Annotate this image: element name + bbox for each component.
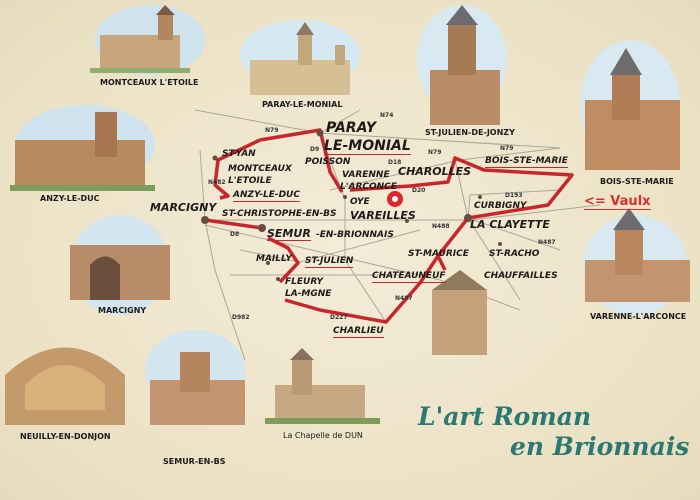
town-dot — [212, 155, 218, 161]
church-montceaux-illustration — [90, 5, 205, 75]
caption-montceaux: MONTCEAUX L'ETOILE — [100, 78, 199, 87]
route — [204, 218, 263, 230]
road-label: D20 — [412, 187, 426, 194]
location-target-icon — [387, 191, 403, 207]
road-label: N74 — [380, 112, 394, 119]
road-label: D982 — [232, 314, 250, 321]
caption-semur: SEMUR-EN-BS — [163, 457, 226, 466]
road-label: D227 — [330, 314, 348, 321]
town-fleury: FLEURY — [285, 277, 323, 287]
church-neuilly-illustration — [5, 347, 125, 425]
town-charlieu: CHARLIEU — [333, 326, 384, 338]
road — [467, 189, 561, 219]
church-varenne-illustration — [583, 208, 690, 315]
church-marcigny-illustration — [70, 215, 170, 315]
town-charolles: CHAROLLES — [398, 165, 472, 178]
town-dot — [201, 216, 209, 224]
town-paray: PARAY — [326, 120, 376, 136]
caption-dun: La Chapelle de DUN — [283, 431, 363, 440]
road — [199, 149, 246, 361]
road — [239, 229, 421, 263]
town-dot — [464, 214, 472, 222]
road-label: N488 — [432, 223, 450, 230]
caption-bois: BOIS-STE-MARIE — [600, 177, 674, 186]
route — [267, 236, 300, 284]
church-chateauneuf-illustration — [432, 270, 487, 355]
road — [467, 217, 561, 251]
vaulx-direction-label: <= Vaulx — [584, 194, 651, 210]
road — [204, 224, 521, 311]
town-st-yan: ST-YAN — [222, 149, 256, 159]
town-st-julien: ST-JULIEN — [305, 256, 354, 268]
town-dot — [498, 242, 502, 246]
town-varenne: VARENNE — [342, 170, 390, 180]
route — [349, 156, 574, 220]
road-label: D193 — [505, 192, 523, 199]
town-oye: OYE — [350, 197, 370, 207]
town-larconce: L'ARCONCE — [340, 182, 397, 192]
town-en-brionnais: -EN-BRIONNAIS — [316, 230, 394, 240]
caption-paray: PARAY-LE-MONIAL — [262, 100, 343, 109]
route — [436, 255, 447, 271]
road-label: N79 — [428, 149, 442, 156]
town-marcigny: MARCIGNY — [150, 201, 217, 214]
town-st-racho: ST-RACHO — [489, 249, 540, 259]
road — [319, 109, 361, 134]
town-dot — [276, 277, 280, 281]
title-line-2: en Brionnais — [510, 432, 690, 461]
caption-anzy: ANZY-LE-DUC — [40, 194, 100, 203]
town-la-clayette: LA CLAYETTE — [470, 218, 550, 231]
town-mailly: MAILLY — [256, 254, 292, 264]
town-chateauneuf: CHATEAUNEUF — [372, 271, 446, 283]
town-anzy: ANZY-LE-DUC — [233, 190, 300, 202]
church-bois-illustration — [580, 40, 680, 170]
town-dot — [343, 195, 347, 199]
road-label: N487 — [395, 295, 413, 302]
town-dot — [258, 224, 266, 232]
town-vareilles: VAREILLES — [350, 209, 416, 222]
road-label: N79 — [265, 127, 279, 134]
town-st-maurice: ST-MAURICE — [408, 249, 469, 259]
town-letoile: L'ETOILE — [228, 176, 272, 186]
town-dot — [478, 195, 482, 199]
town-montceaux: MONTCEAUX — [228, 164, 292, 174]
road-label: N482 — [208, 179, 226, 186]
title-line-1: L'art Roman — [418, 402, 592, 431]
town-st-christophe: ST-CHRISTOPHE-EN-BS — [222, 209, 337, 219]
town-dot — [316, 129, 324, 137]
town-bois-ste-marie: BOIS-STE-MARIE — [485, 156, 568, 168]
caption-varenne: VARENNE-L'ARCONCE — [590, 312, 687, 321]
church-dun-illustration — [265, 348, 380, 424]
route — [213, 138, 261, 200]
road-label: D18 — [388, 159, 402, 166]
town-le-monial: LE-MONIAL — [324, 138, 411, 156]
town-poisson: POISSON — [305, 157, 351, 167]
caption-marcigny: MARCIGNY — [98, 306, 147, 315]
church-paray-illustration — [240, 20, 360, 95]
caption-neuilly: NEUILLY-EN-DONJON — [20, 432, 111, 441]
town-curbigny: CURBIGNY — [474, 201, 527, 211]
road-label: D8 — [230, 231, 240, 238]
road-label: N79 — [500, 145, 514, 152]
church-stjulien-illustration — [417, 5, 507, 125]
town-semur: SEMUR — [267, 227, 311, 242]
route — [284, 216, 470, 324]
road — [319, 132, 387, 323]
road-label: D9 — [310, 146, 320, 153]
church-semur-illustration — [145, 330, 245, 425]
route — [259, 128, 344, 193]
caption-stjulien: ST-JULIEN-DE-JONZY — [425, 128, 515, 137]
town-chauffailles: CHAUFFAILLES — [484, 271, 558, 281]
town-dot — [405, 219, 409, 223]
town-la-mgne: LA-MGNE — [285, 289, 332, 299]
church-anzy-illustration — [10, 105, 155, 191]
road-label: N487 — [538, 239, 556, 246]
town-dot — [266, 261, 270, 265]
